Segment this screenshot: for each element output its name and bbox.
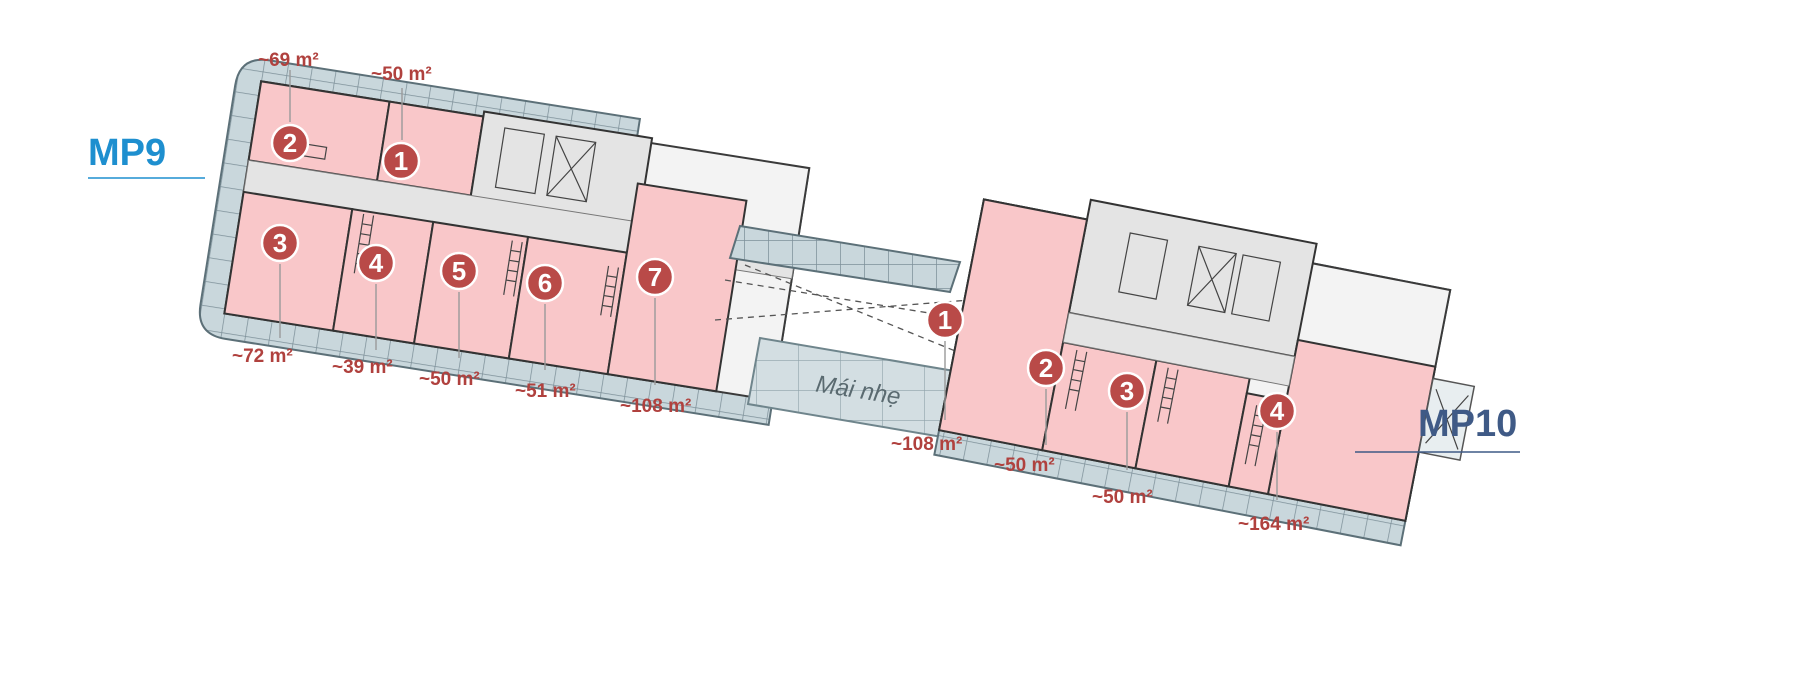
- unit-number: 3: [1120, 376, 1134, 406]
- area-label: ~72 m²: [232, 346, 293, 367]
- mp9-unit-3: [223, 190, 354, 332]
- area-label: ~69 m²: [258, 50, 319, 71]
- unit-number: 5: [452, 256, 466, 286]
- unit-marker: [1107, 371, 1147, 411]
- mp9-building: [198, 58, 811, 427]
- area-label: ~108 m²: [891, 434, 962, 455]
- unit-marker: [381, 141, 421, 181]
- area-label: ~50 m²: [994, 455, 1055, 476]
- unit-marker: [1026, 348, 1066, 388]
- mp9-unit-3-group[interactable]: ~72 m² 3: [232, 223, 300, 367]
- tower-label-mp9: MP9: [88, 132, 166, 174]
- unit-marker: [1257, 391, 1297, 431]
- mp9-unit-6: [507, 235, 628, 376]
- unit-number: 6: [538, 268, 552, 298]
- unit-marker: [525, 263, 565, 303]
- mp10-unit-4-group[interactable]: ~164 m² 4: [1238, 391, 1309, 535]
- stair-icon: [284, 127, 620, 317]
- unit-number: 2: [283, 128, 297, 158]
- mp9-unit-7-group[interactable]: ~108 m² 7: [620, 257, 691, 417]
- area-label: ~39 m²: [332, 357, 393, 378]
- unit-marker: [260, 223, 300, 263]
- mp9-unit-5: [412, 220, 530, 360]
- stair-icon: [1064, 232, 1469, 467]
- mp9-unit-1-group[interactable]: ~50 m² 1: [371, 64, 432, 181]
- unit-number: 7: [648, 262, 662, 292]
- mp10-unit-3-group[interactable]: ~50 m² 3: [1092, 371, 1153, 508]
- unit-marker: [270, 123, 310, 163]
- mp10-unit-2-group[interactable]: ~50 m² 2: [994, 348, 1066, 476]
- unit-number: 4: [1270, 396, 1285, 426]
- unit-number: 2: [1039, 353, 1053, 383]
- unit-number: 4: [369, 248, 384, 278]
- area-label: ~164 m²: [1238, 514, 1309, 535]
- area-label: ~50 m²: [419, 369, 480, 390]
- area-label: ~108 m²: [620, 396, 691, 417]
- unit-marker: [635, 257, 675, 297]
- area-label: ~51 m²: [515, 381, 576, 402]
- mp10-label-group: MP10: [1355, 403, 1520, 453]
- bridge-parking: [714, 224, 971, 356]
- unit-number: 3: [273, 228, 287, 258]
- mp10-unit-1-group[interactable]: ~108 m² 1: [891, 300, 965, 455]
- tower-label-mp10: MP10: [1418, 403, 1517, 445]
- unit-marker: [925, 300, 965, 340]
- mp10-building: [933, 198, 1476, 547]
- mp9-label-group: MP9: [88, 132, 205, 179]
- mp10-corridor: [1062, 312, 1296, 387]
- area-label: ~50 m²: [1092, 487, 1153, 508]
- mp9-unit-2-group[interactable]: ~69 m² 2: [258, 50, 319, 163]
- unit-number: 1: [394, 146, 408, 176]
- unit-marker: [439, 251, 479, 291]
- mp9-unit-5-group[interactable]: ~50 m² 5: [419, 251, 480, 390]
- unit-marker: [356, 243, 396, 283]
- unit-number: 1: [938, 305, 952, 335]
- mp9-unit-4-group[interactable]: ~39 m² 4: [332, 243, 396, 378]
- mp9-unit-7: [606, 182, 748, 393]
- mp9-unit-6-group[interactable]: ~51 m² 6: [515, 263, 576, 402]
- light-roof: Mái nhẹ: [746, 336, 962, 440]
- area-label: ~50 m²: [371, 64, 432, 85]
